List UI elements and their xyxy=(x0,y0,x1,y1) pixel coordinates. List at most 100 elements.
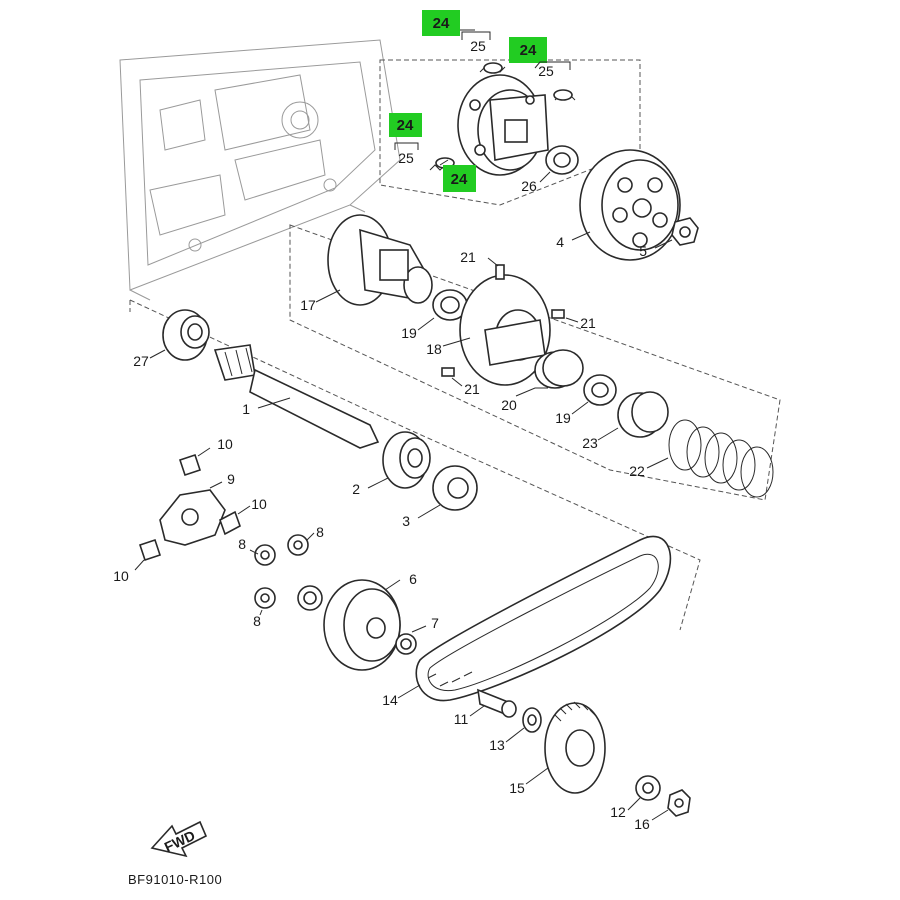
highlight-label-24-c: 24 xyxy=(389,113,422,137)
svg-text:26: 26 xyxy=(521,178,537,194)
svg-text:21: 21 xyxy=(460,249,476,265)
svg-text:8: 8 xyxy=(316,524,324,540)
clutch-spring-a xyxy=(479,62,506,74)
svg-text:27: 27 xyxy=(133,353,149,369)
slider-10a xyxy=(178,453,202,477)
spring-label-25-a: 25 xyxy=(461,31,491,54)
callout-21-c: 21 xyxy=(451,377,480,397)
callout-21-a: 21 xyxy=(460,249,499,267)
roller-weight-8c xyxy=(254,587,276,609)
svg-text:25: 25 xyxy=(538,63,554,79)
svg-text:10: 10 xyxy=(217,436,233,452)
callout-23: 23 xyxy=(582,427,619,451)
callout-7: 7 xyxy=(411,615,439,633)
callout-10-a: 10 xyxy=(197,436,233,457)
callout-16: 16 xyxy=(634,809,669,832)
svg-text:9: 9 xyxy=(227,471,235,487)
callout-21-b: 21 xyxy=(565,315,596,331)
svg-text:21: 21 xyxy=(580,315,596,331)
callout-8-a: 8 xyxy=(238,536,259,555)
callout-10-c: 10 xyxy=(113,559,145,584)
svg-text:7: 7 xyxy=(431,615,439,631)
callout-8-c: 8 xyxy=(253,609,263,629)
svg-text:6: 6 xyxy=(409,571,417,587)
secondary-fixed-sheave-17 xyxy=(327,214,433,306)
svg-text:8: 8 xyxy=(253,613,261,629)
callout-17: 17 xyxy=(300,289,341,313)
cam-9 xyxy=(159,489,226,546)
spring-label-25-c: 25 xyxy=(394,142,419,166)
clutch-housing-4 xyxy=(579,149,681,261)
callout-1: 1 xyxy=(242,397,291,417)
callout-2: 2 xyxy=(352,477,389,497)
spring-label-25-b: 25 xyxy=(534,61,571,79)
collar-small xyxy=(297,585,323,611)
callout-8-b: 8 xyxy=(306,524,324,541)
callout-22: 22 xyxy=(629,457,669,479)
secondary-sliding-sheave-18 xyxy=(459,274,551,386)
callout-6: 6 xyxy=(384,571,417,591)
oil-seal-26 xyxy=(545,145,579,175)
svg-text:25: 25 xyxy=(398,150,414,166)
svg-text:17: 17 xyxy=(300,297,316,313)
fwd-arrow-icon: FWD xyxy=(150,820,208,858)
callout-19-a: 19 xyxy=(401,317,435,341)
callout-14: 14 xyxy=(382,684,421,708)
svg-text:11: 11 xyxy=(454,711,469,727)
svg-text:15: 15 xyxy=(509,780,525,796)
svg-text:12: 12 xyxy=(610,804,626,820)
callout-4: 4 xyxy=(556,231,591,250)
slider-10c xyxy=(138,538,162,562)
oil-seal-3 xyxy=(432,465,478,511)
svg-text:21: 21 xyxy=(464,381,480,397)
callout-27: 27 xyxy=(133,349,166,369)
callout-3: 3 xyxy=(402,504,441,529)
collar-7 xyxy=(395,633,417,655)
spring-seat-23 xyxy=(617,391,669,438)
svg-text:4: 4 xyxy=(556,234,564,250)
svg-text:22: 22 xyxy=(629,463,645,479)
callout-9: 9 xyxy=(209,471,235,489)
svg-text:1: 1 xyxy=(242,401,250,417)
highlight-leaders xyxy=(439,29,475,166)
svg-text:10: 10 xyxy=(113,568,129,584)
svg-text:14: 14 xyxy=(382,692,398,708)
svg-text:23: 23 xyxy=(582,435,598,451)
washer-12 xyxy=(635,775,661,801)
v-belt-14 xyxy=(415,535,672,702)
roller-weight-8a xyxy=(254,544,276,566)
svg-text:13: 13 xyxy=(489,737,505,753)
callout-19-b: 19 xyxy=(555,401,589,426)
bearing-27 xyxy=(162,309,210,361)
bearing-2 xyxy=(382,431,431,489)
svg-text:10: 10 xyxy=(251,496,267,512)
svg-text:20: 20 xyxy=(501,397,517,413)
guide-pin-21c xyxy=(441,367,455,377)
callout-15: 15 xyxy=(509,767,549,796)
svg-text:5: 5 xyxy=(639,243,647,259)
washer-13 xyxy=(522,707,542,733)
svg-text:8: 8 xyxy=(238,536,246,552)
highlight-label-24-b: 24 xyxy=(509,37,547,63)
primary-shaft-1 xyxy=(213,344,380,449)
highlight-label-24-d: 24 xyxy=(443,165,476,192)
svg-text:24: 24 xyxy=(520,42,537,59)
crankcase-housing xyxy=(119,39,401,301)
svg-text:24: 24 xyxy=(451,171,468,188)
o-ring-20 xyxy=(534,349,584,389)
compression-spring-22 xyxy=(668,419,774,498)
primary-fixed-sheave-15 xyxy=(544,701,606,794)
slider-10b xyxy=(219,510,241,536)
nut-16 xyxy=(667,789,691,817)
clutch-carrier-assembly xyxy=(457,74,549,176)
callout-18: 18 xyxy=(426,337,471,357)
callout-20: 20 xyxy=(501,387,548,413)
svg-text:2: 2 xyxy=(352,481,360,497)
guide-pin-21b xyxy=(551,309,565,319)
svg-text:19: 19 xyxy=(401,325,417,341)
clutch-spring-b xyxy=(553,89,576,101)
primary-sliding-sheave-6 xyxy=(323,579,401,671)
svg-text:24: 24 xyxy=(433,15,450,32)
group-outlines xyxy=(129,59,781,631)
